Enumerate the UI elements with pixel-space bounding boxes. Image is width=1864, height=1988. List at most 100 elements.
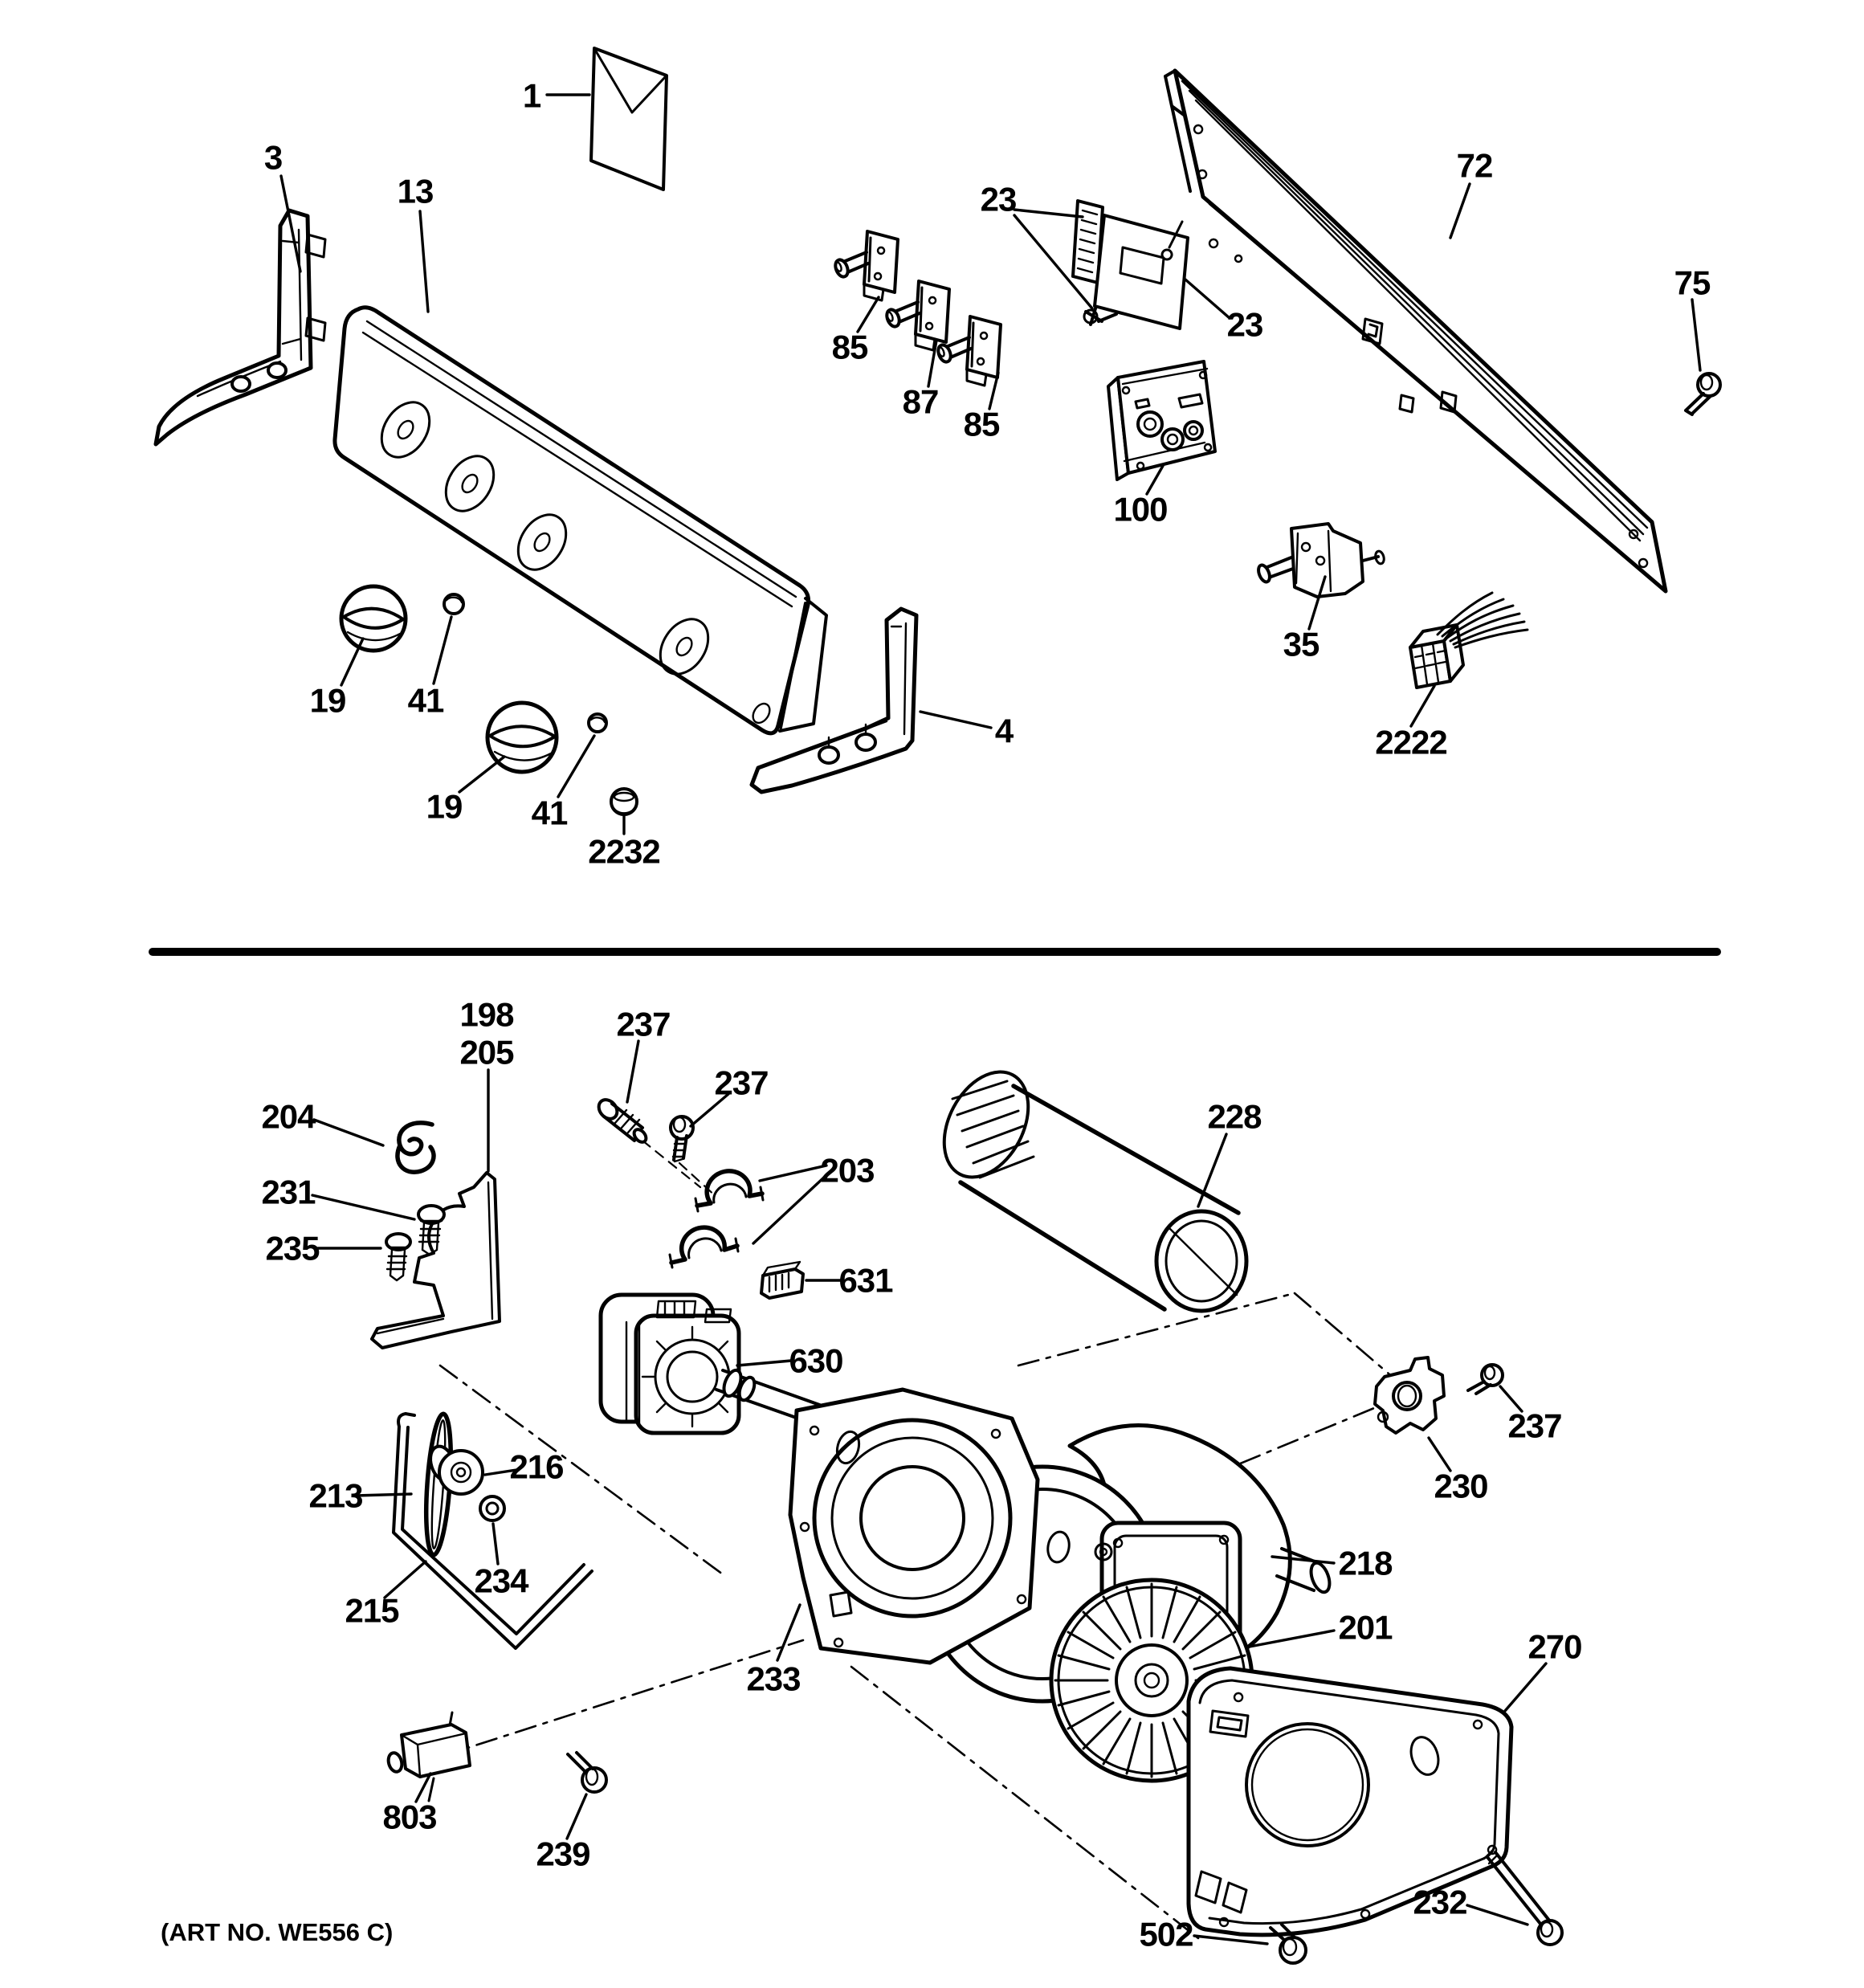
motor-shaft-collar-2 bbox=[737, 1375, 757, 1402]
motor-body-lines bbox=[625, 1300, 732, 1428]
leader-231-screw bbox=[311, 1194, 416, 1221]
push-cap-2232-top bbox=[613, 791, 635, 802]
bracket-35-plate bbox=[1290, 522, 1364, 598]
block-631-detail bbox=[761, 1260, 801, 1293]
bracket-205-outline bbox=[370, 1171, 501, 1349]
callout-231-screw: 231 bbox=[261, 1174, 316, 1211]
leader-803-door-switch bbox=[414, 1772, 432, 1803]
leader-230-bearing-bracket bbox=[1427, 1436, 1452, 1472]
leader-203-clamps bbox=[752, 1174, 828, 1245]
bracket-230-bore bbox=[1392, 1381, 1422, 1411]
callout-85-switch-a: 85 bbox=[832, 329, 868, 366]
knob-b-shade bbox=[493, 750, 553, 761]
screw-239-head bbox=[581, 1766, 608, 1794]
screw-237a-threads bbox=[614, 1108, 641, 1134]
leader-218-blower-housing bbox=[1271, 1555, 1336, 1565]
callout-75-screw: 75 bbox=[1674, 264, 1711, 302]
callout-85-switch-b: 85 bbox=[964, 406, 1000, 443]
leader-237-screw-c bbox=[1499, 1385, 1523, 1413]
callout-35-switch-bracket: 35 bbox=[1283, 626, 1319, 663]
callout-41-cap-b: 41 bbox=[532, 794, 568, 832]
artwork-bottom-section bbox=[370, 1070, 1564, 1965]
knob-a-shade bbox=[346, 631, 402, 642]
clamp-203-upper bbox=[695, 1169, 765, 1208]
panel-hole-2-outer bbox=[444, 455, 496, 512]
callout-72-backsplash-panel: 72 bbox=[1457, 147, 1493, 185]
callout-631-terminal-block: 631 bbox=[838, 1262, 893, 1300]
leader-203-clamps bbox=[758, 1164, 828, 1182]
control-panel-outline bbox=[332, 305, 810, 736]
board-screw-head bbox=[1083, 308, 1099, 325]
screw-237a-tip bbox=[632, 1128, 648, 1144]
screw-237c-head bbox=[1480, 1363, 1504, 1387]
leader-216-idler-pulley bbox=[483, 1468, 518, 1476]
leader-35-switch-bracket bbox=[1307, 575, 1327, 631]
pulley-216-hub bbox=[450, 1461, 472, 1484]
envelope-flap-lines bbox=[593, 48, 667, 114]
bracket-35-plunger-cap bbox=[1257, 563, 1271, 584]
leader-85-switch-a bbox=[856, 296, 880, 333]
bracket-35-stub-cap bbox=[1374, 549, 1385, 565]
screw-alignment-dashes bbox=[641, 1139, 718, 1198]
callout-232-bolt: 232 bbox=[1413, 1884, 1466, 1921]
timer-face-lines bbox=[1121, 367, 1209, 463]
pulley-216-center bbox=[455, 1467, 467, 1478]
knob-b-handle bbox=[488, 725, 557, 749]
clamp-203-lower bbox=[669, 1225, 740, 1265]
leader-87-switch bbox=[927, 339, 938, 388]
callout-216-idler-pulley: 216 bbox=[509, 1448, 563, 1486]
cover-270-slot bbox=[1209, 1709, 1250, 1738]
leader-41-cap-a bbox=[432, 615, 453, 685]
switch-803-pin bbox=[427, 1711, 454, 1802]
callout-228-duct-tube: 228 bbox=[1207, 1098, 1262, 1136]
callout-3-end-cap-left: 3 bbox=[264, 139, 282, 177]
control-board-detail bbox=[1119, 220, 1184, 285]
clamp-203-lower-inner bbox=[668, 1237, 740, 1269]
fan-201-hub-bore bbox=[1143, 1672, 1160, 1689]
bolt-232-tip-threads bbox=[1483, 1849, 1499, 1865]
backsplash-holes bbox=[1193, 124, 1649, 569]
cap-41-b-detail bbox=[589, 716, 606, 724]
motor-face-ring-inner bbox=[666, 1350, 719, 1403]
leader-100-timer bbox=[1145, 464, 1164, 496]
leader-204-clip bbox=[312, 1118, 385, 1147]
leader-13-control-panel bbox=[418, 210, 430, 313]
screw-237c-shaft bbox=[1466, 1380, 1492, 1395]
callout-leader-lines bbox=[279, 93, 1702, 1945]
bulkhead-tab bbox=[829, 1590, 853, 1618]
end-cap-right-peg-stems bbox=[827, 723, 867, 749]
bulkhead-ring-outer bbox=[812, 1418, 1013, 1619]
callout-41-cap-a: 41 bbox=[408, 682, 444, 720]
callout-1-literature-envelope: 1 bbox=[523, 77, 541, 115]
timer-boss-3 bbox=[1183, 420, 1204, 441]
cap-41-b bbox=[587, 712, 608, 733]
control-panel-end-fold bbox=[778, 597, 828, 733]
leader-215-idler-frame bbox=[383, 1560, 427, 1599]
bulkhead-bolt-holes bbox=[799, 1425, 1027, 1648]
leader-2222-wire-harness bbox=[1409, 684, 1436, 728]
backsplash-fold-lines bbox=[1181, 80, 1659, 586]
bulkhead-ring-inner bbox=[859, 1465, 965, 1571]
duct-tube-end-inner bbox=[1164, 1219, 1238, 1303]
switch-85-a bbox=[831, 230, 899, 302]
callout-23-board-and-screw: 23 bbox=[981, 181, 1017, 218]
bracket-205-detail bbox=[376, 1181, 494, 1335]
leader-41-cap-b bbox=[557, 734, 596, 798]
timer-corner-screws bbox=[1121, 370, 1213, 471]
screw-237a-shaft bbox=[602, 1102, 644, 1142]
bracket-35-detail bbox=[1295, 529, 1332, 593]
cover-270-holes bbox=[1218, 1692, 1498, 1928]
bolt-232-head-inner bbox=[1540, 1921, 1554, 1938]
screw-237c-head-inner bbox=[1483, 1365, 1496, 1381]
motor-shaft-collar-1 bbox=[722, 1368, 743, 1398]
callout-87-switch: 87 bbox=[903, 383, 939, 421]
timer-boss-2-inner bbox=[1166, 433, 1179, 446]
knob-a-handle bbox=[342, 606, 405, 630]
bracket-230-lug bbox=[1377, 1410, 1389, 1423]
callout-4-end-cap-right: 4 bbox=[995, 712, 1014, 750]
leader-19-knob-a bbox=[340, 637, 365, 687]
callout-270-blower-cover: 270 bbox=[1528, 1628, 1581, 1666]
